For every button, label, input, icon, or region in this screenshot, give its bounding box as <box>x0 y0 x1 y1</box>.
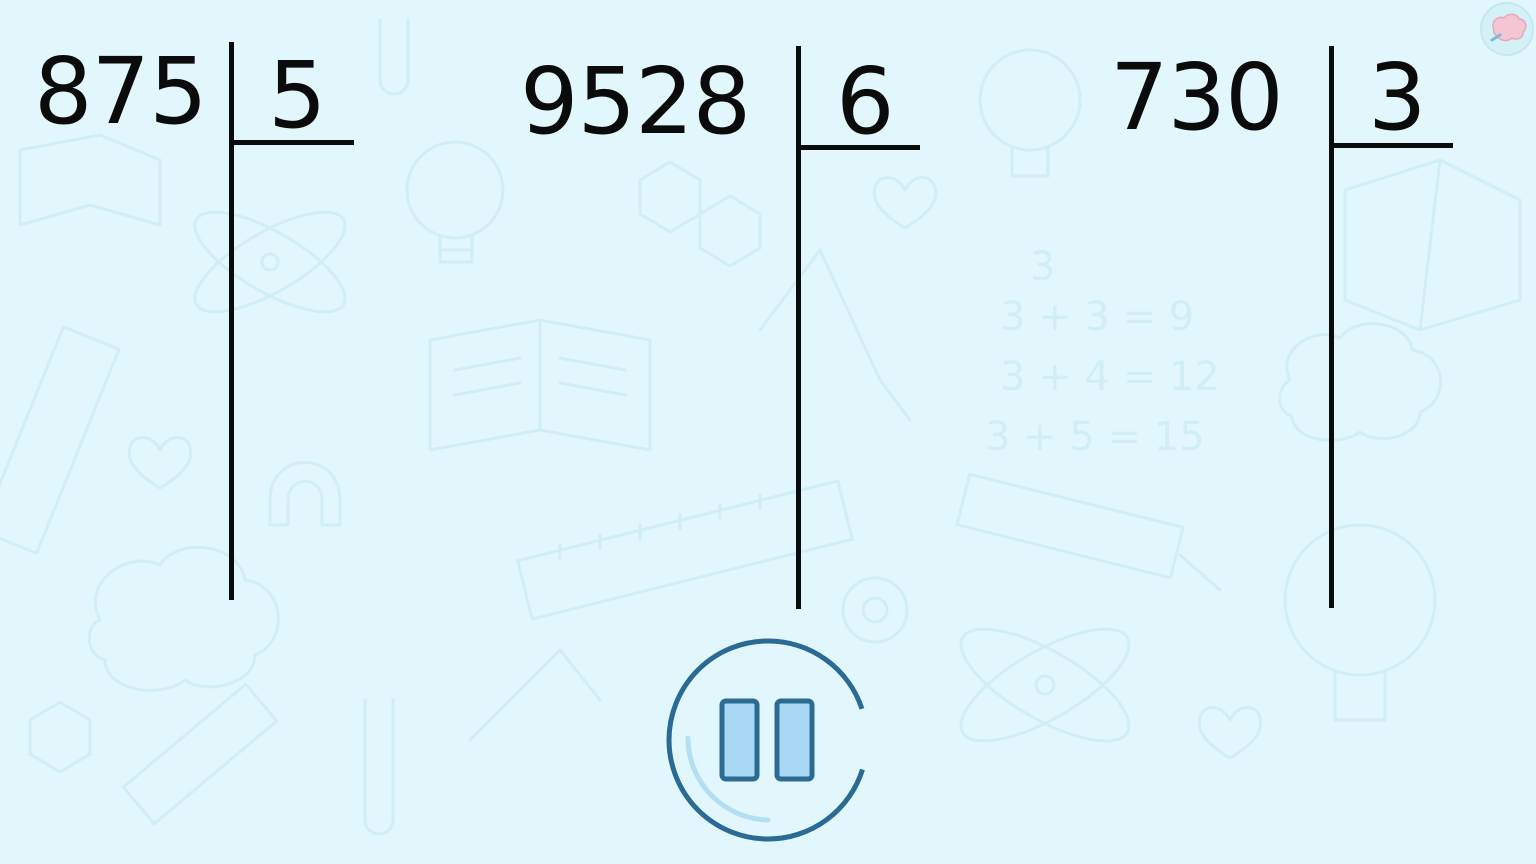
compass-doodle-icon <box>468 648 602 742</box>
division-vertical-bar <box>796 46 801 609</box>
atom-doodle-icon <box>193 210 347 314</box>
brain-doodle-icon <box>87 545 280 692</box>
atom-doodle-icon <box>959 627 1131 743</box>
math-doodle-text: 3 + 3 = 9 <box>1000 294 1194 340</box>
pause-icon <box>666 638 870 842</box>
lightbulb-doodle-icon <box>978 48 1082 178</box>
pencil-doodle-icon <box>121 682 279 826</box>
division-vertical-bar <box>1329 46 1334 608</box>
brain-doodle-icon <box>1278 322 1443 442</box>
pencil-doodle-icon <box>955 472 1222 592</box>
division-horizontal-bar <box>796 145 920 150</box>
ruler-doodle-icon <box>0 325 121 555</box>
book-doodle-icon <box>428 318 652 452</box>
lightbulb-doodle-icon <box>405 140 505 264</box>
compass-doodle-icon <box>758 248 912 422</box>
division-vertical-bar <box>229 42 234 600</box>
magnet-doodle-icon <box>268 461 342 527</box>
divisor: 5 <box>268 42 327 149</box>
dividend: 730 <box>1110 44 1284 151</box>
dividend: 875 <box>34 38 208 145</box>
heart-doodle-icon <box>1197 706 1263 760</box>
book-doodle-icon <box>18 133 162 227</box>
book-doodle-icon <box>1343 158 1522 332</box>
test-tube-doodle-icon <box>363 698 395 836</box>
divisor: 6 <box>836 48 895 155</box>
heart-doodle-icon <box>127 436 193 490</box>
math-doodle-text: 3 + 4 = 12 <box>1000 354 1220 400</box>
pause-button[interactable] <box>662 634 874 846</box>
dividend: 9528 <box>520 48 751 155</box>
math-doodle-text: 3 + 5 = 15 <box>985 414 1205 460</box>
test-tube-doodle-icon <box>378 18 410 96</box>
gear-doodle-icon <box>841 576 909 644</box>
divisor: 3 <box>1368 44 1427 151</box>
math-doodle-text: 3 <box>1030 244 1055 290</box>
division-horizontal-bar <box>229 140 354 145</box>
heart-doodle-icon <box>872 176 938 230</box>
lightbulb-doodle-icon <box>1283 523 1437 722</box>
brain-logo-icon <box>1480 2 1534 56</box>
molecule-doodle-icon <box>28 700 92 774</box>
ruler-doodle-icon <box>516 479 854 621</box>
division-horizontal-bar <box>1329 143 1453 148</box>
molecule-doodle-icon <box>638 160 762 268</box>
